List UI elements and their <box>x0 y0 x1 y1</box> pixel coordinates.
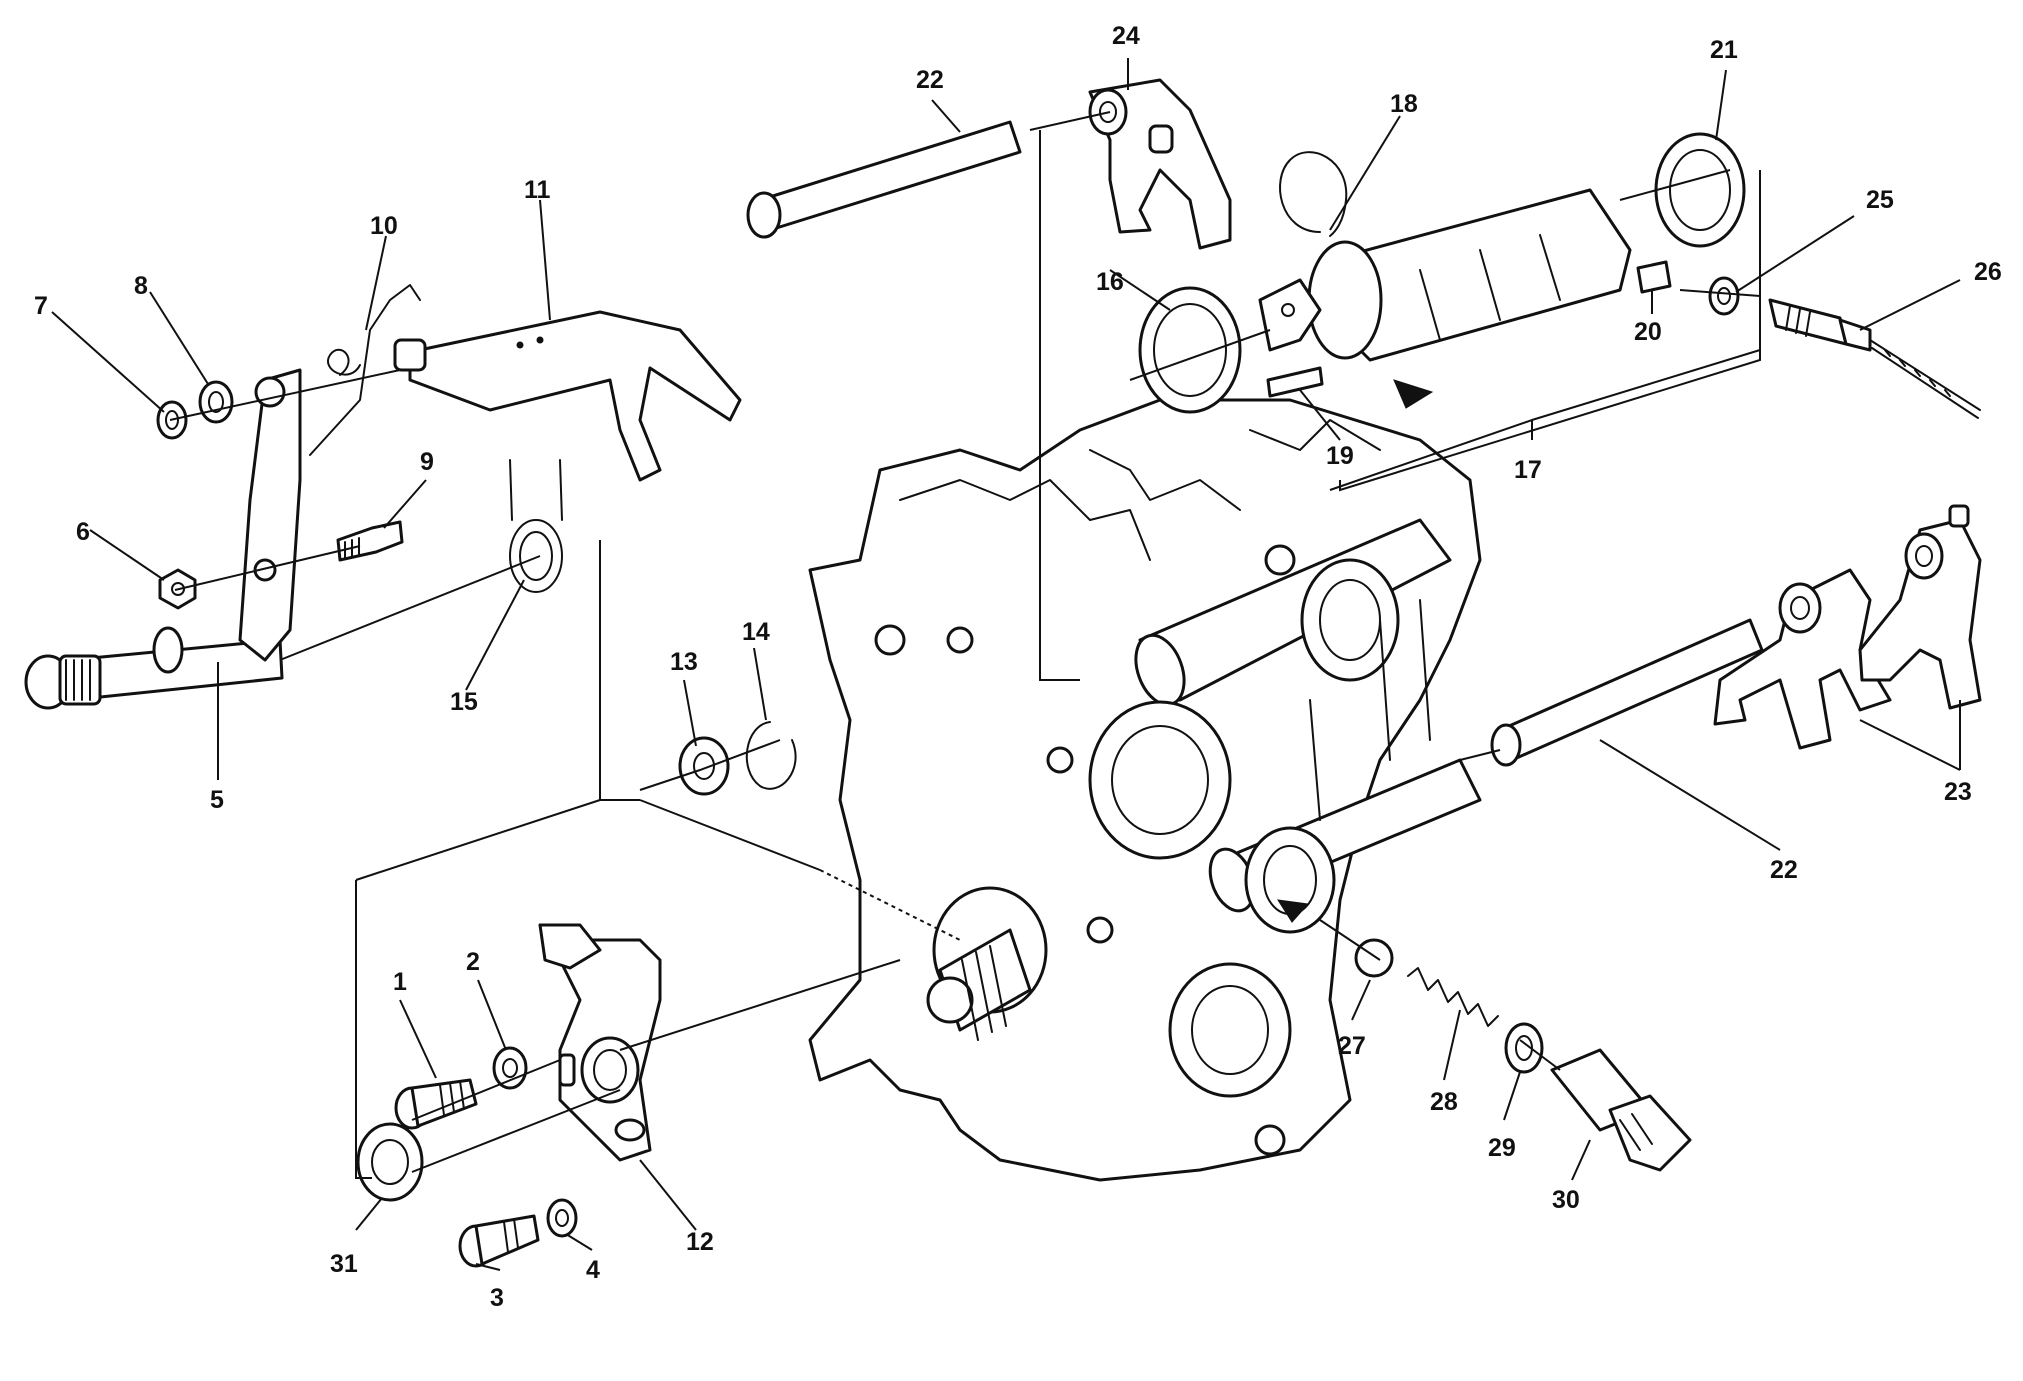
callout-2: 2 <box>466 948 480 976</box>
callout-29: 29 <box>1488 1134 1516 1162</box>
part-9-pin <box>336 520 404 562</box>
callout-15: 15 <box>450 688 478 716</box>
part-2-washer <box>492 1046 528 1090</box>
part-22-fork-rod-right <box>1490 618 1764 767</box>
callout-30: 30 <box>1552 1186 1580 1214</box>
callout-13: 13 <box>670 648 698 676</box>
part-20-dowel <box>1636 260 1672 294</box>
callout-6: 6 <box>76 518 90 546</box>
part-3-cap-screw <box>458 1214 540 1268</box>
part-31-oil-seal <box>356 1122 424 1202</box>
part-19-dowel <box>1266 366 1324 398</box>
part-12-ratchet-plate <box>538 923 662 1162</box>
part-22-fork-rod-top <box>746 120 1022 239</box>
callout-7: 7 <box>34 292 48 320</box>
callout-27: 27 <box>1338 1032 1366 1060</box>
callout-28: 28 <box>1430 1088 1458 1116</box>
part-29-washer <box>1504 1022 1544 1074</box>
callout-31: 31 <box>330 1250 358 1278</box>
assembly-lines <box>169 111 1761 1179</box>
callout-22-top: 22 <box>916 66 944 94</box>
callout-19: 19 <box>1326 442 1354 470</box>
callout-5: 5 <box>210 786 224 814</box>
part-26-neutral-sensor <box>1768 298 1981 419</box>
callout-8: 8 <box>134 272 148 300</box>
part-24-shift-fork <box>1088 78 1232 250</box>
selector-shaft-stub <box>926 886 1048 1041</box>
part-4-washer <box>546 1198 578 1238</box>
part-10-return-spring <box>309 284 421 456</box>
callout-11: 11 <box>524 176 551 204</box>
crankcase-housing <box>808 398 1482 1182</box>
callout-leaders <box>51 58 1961 1271</box>
callout-23: 23 <box>1944 778 1972 806</box>
arrow-indicator-drum <box>1393 379 1434 409</box>
callout-18: 18 <box>1390 90 1418 118</box>
part-21-bearing <box>1654 132 1746 248</box>
callout-3: 3 <box>490 1284 504 1312</box>
callout-1: 1 <box>393 968 407 996</box>
part-30-plug-bolt <box>1550 1048 1692 1172</box>
part-17-shift-drum <box>1258 188 1632 362</box>
part-18-circlip <box>1279 151 1348 237</box>
callout-22-right: 22 <box>1770 856 1798 884</box>
part-13-washer <box>678 736 730 796</box>
part-8-washer <box>198 380 234 424</box>
callout-21: 21 <box>1710 36 1738 64</box>
part-5-selector-shaft <box>24 626 284 710</box>
part-15-torsion-spring <box>509 459 563 593</box>
part-28-spring <box>1407 967 1499 1027</box>
part-16-bearing <box>1138 286 1242 414</box>
callout-labels: 1 2 3 4 5 6 7 8 9 10 11 12 13 14 15 16 1… <box>34 22 2002 1312</box>
callout-25: 25 <box>1866 186 1894 214</box>
callout-14: 14 <box>742 618 770 646</box>
part-27-ball <box>1354 938 1394 978</box>
part-25-washer <box>1708 276 1740 316</box>
callout-17: 17 <box>1514 456 1542 484</box>
arrow-indicator-detent <box>1277 899 1309 923</box>
callout-4: 4 <box>586 1256 600 1284</box>
part-1-cap-screw <box>394 1078 478 1130</box>
callout-12: 12 <box>686 1228 714 1256</box>
part-11-selector-arm <box>393 310 742 482</box>
callout-26: 26 <box>1974 258 2002 286</box>
callout-16: 16 <box>1096 268 1124 296</box>
callout-9: 9 <box>420 448 434 476</box>
part-23-shift-forks <box>1713 504 1982 750</box>
part-14-circlip <box>745 721 797 790</box>
callout-10: 10 <box>370 212 398 240</box>
selector-lever-plate <box>238 368 302 662</box>
callout-24: 24 <box>1112 22 1140 50</box>
callout-20: 20 <box>1634 318 1662 346</box>
